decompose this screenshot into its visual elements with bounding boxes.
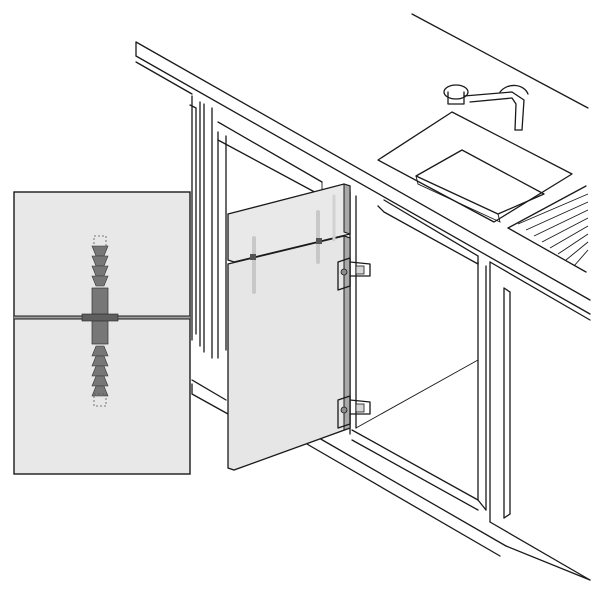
sink-icon — [377, 111, 573, 223]
open-door — [227, 183, 351, 471]
left-cabinet — [189, 95, 227, 401]
faucet-icon — [443, 84, 529, 131]
hinge-icon — [337, 257, 371, 291]
handle-icon — [503, 287, 511, 519]
right-cabinet-door — [489, 261, 591, 581]
plinth — [191, 383, 591, 581]
drainer-board — [507, 185, 589, 273]
detail-inset — [13, 191, 191, 475]
countertop — [135, 13, 591, 315]
connector-icon — [81, 235, 119, 407]
hinge-icon — [337, 395, 371, 429]
